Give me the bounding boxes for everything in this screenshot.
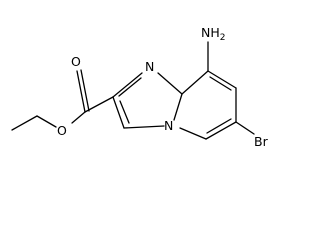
bond-c5-n4 [179, 127, 207, 140]
structure-canvas: NH2 N N O O Br [11, 25, 269, 149]
bond-c2-n1-inner [118, 77, 142, 97]
bond-n4-c3 [123, 125, 165, 129]
ring-nitrogen-bridge-label: N [164, 118, 173, 133]
amine-subscript: 2 [220, 33, 226, 43]
bond-c6-c5-inner [206, 118, 232, 134]
molecule-drawing: NH2 N N O O Br [11, 25, 269, 149]
ester-oxygen-label: O [57, 123, 67, 138]
bond-ch3-ch2 [11, 115, 38, 131]
amine-label: NH2 [201, 25, 225, 43]
bromine-label: Br [254, 134, 269, 149]
bond-carbonyl-1 [76, 70, 86, 113]
bond-c8-c7-inner [209, 76, 232, 91]
bond-ch2-oester [36, 115, 57, 128]
carbonyl-oxygen-label: O [71, 54, 81, 69]
bond-c6-c5 [205, 121, 237, 140]
bond-c8a-n4 [173, 93, 183, 121]
amine-symbol: NH [201, 25, 220, 40]
bond-oester-ccarbonyl [71, 111, 86, 124]
bond-c8-c7 [207, 70, 237, 89]
bond-n1-c8a [157, 72, 183, 95]
bond-carbonyl-2 [80, 69, 90, 112]
ring-nitrogen-top-label: N [145, 59, 154, 74]
bond-c8a-c8 [181, 70, 209, 95]
bond-c6-br [235, 121, 255, 135]
bond-ccarbonyl-c2 [84, 96, 114, 113]
bond-c2-n1 [112, 72, 143, 98]
bond-c3-c2-inner [119, 100, 130, 124]
bond-c3-c2 [112, 96, 125, 129]
